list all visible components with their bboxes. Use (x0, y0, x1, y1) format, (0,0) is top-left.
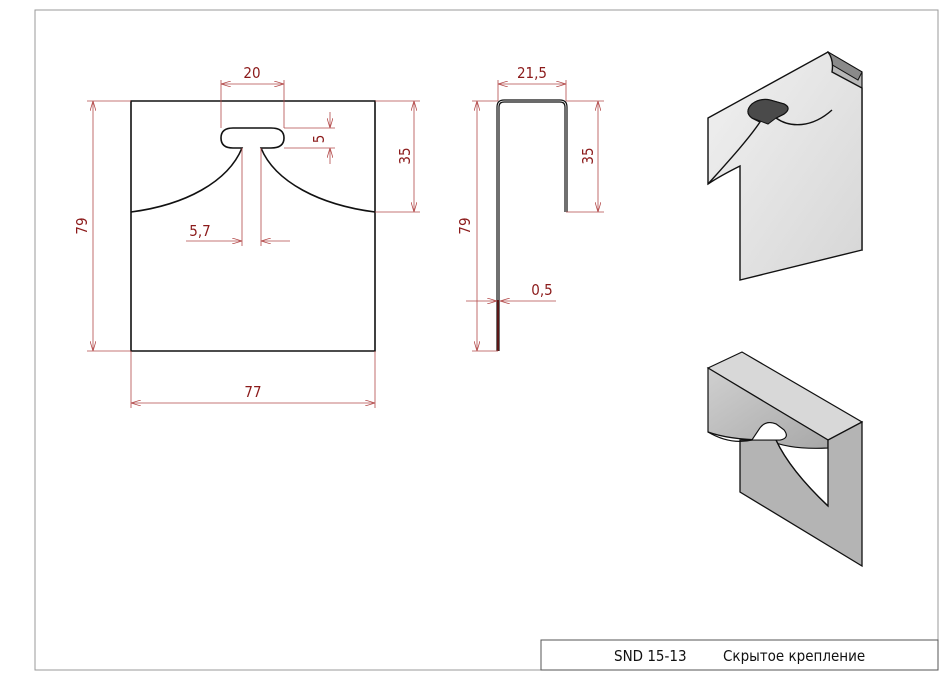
dim-slot-depth: 35 (375, 100, 420, 213)
dim-slot-head-width: 20 (220, 64, 285, 128)
slot-outline (130, 127, 376, 213)
dim-profile-height: 79 (456, 100, 498, 352)
dim-label: 79 (73, 217, 91, 234)
dim-label: 77 (244, 383, 261, 401)
sheet-frame (34, 9, 939, 671)
dim-label: 35 (579, 147, 597, 164)
dim-label: 0,5 (531, 281, 552, 299)
profile-view: 21,5 35 79 0,5 (456, 64, 604, 352)
dim-slot-head-height: 5 (284, 112, 335, 164)
dim-flat-height: 79 (73, 100, 131, 352)
dim-label: 5 (310, 135, 328, 144)
dim-label: 21,5 (517, 64, 547, 82)
title-code: SND 15-13 (614, 647, 687, 665)
dim-label: 79 (456, 217, 474, 234)
dim-thickness: 0,5 (466, 281, 556, 301)
dim-slot-neck-width: 5,7 (186, 148, 290, 246)
flat-outline (130, 100, 376, 352)
dim-profile-flange: 35 (566, 100, 604, 213)
isometric-view-back (707, 50, 863, 281)
profile-outline (496, 99, 568, 351)
dim-profile-width: 21,5 (497, 64, 567, 101)
dim-label: 35 (396, 147, 414, 164)
flat-view: 20 5 35 79 5,7 (73, 64, 420, 408)
isometric-view-front (706, 351, 864, 568)
title-name: Скрытое крепление (723, 647, 865, 665)
dim-label: 5,7 (189, 222, 210, 240)
dim-label: 20 (243, 64, 260, 82)
dim-flat-width: 77 (130, 351, 376, 408)
title-block: SND 15-13 Скрытое крепление (540, 639, 939, 671)
